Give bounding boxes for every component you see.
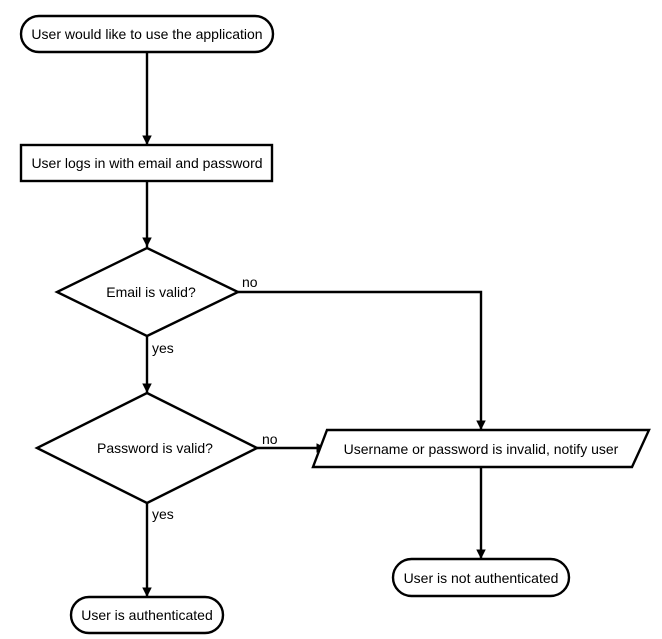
start-label: User would like to use the application — [31, 26, 262, 42]
authenticated-node: User is authenticated — [69, 595, 225, 635]
password-check-node: Password is valid? — [34, 391, 260, 505]
start-node: User would like to use the application — [19, 14, 275, 54]
not-authenticated-label: User is not authenticated — [404, 570, 559, 586]
password-yes-label: yes — [152, 506, 174, 522]
authenticated-label: User is authenticated — [81, 607, 213, 623]
start-terminator-shape — [19, 14, 275, 54]
password-no-label: no — [262, 431, 278, 447]
email-yes-label: yes — [152, 340, 174, 356]
not-authenticated-terminator-shape — [391, 557, 571, 598]
authenticated-terminator-shape — [69, 595, 225, 635]
password-check-label: Password is valid? — [97, 440, 213, 456]
invalid-notice-label: Username or password is invalid, notify … — [344, 441, 619, 457]
not-authenticated-node: User is not authenticated — [391, 557, 571, 598]
email-check-node: Email is valid? — [54, 246, 241, 338]
login-label: User logs in with email and password — [31, 155, 262, 171]
edge-email-no — [238, 290, 486, 430]
login-process-shape — [19, 143, 274, 183]
invalid-notice-io-shape — [311, 428, 651, 469]
login-node: User logs in with email and password — [19, 143, 274, 183]
email-check-decision-shape — [54, 246, 241, 338]
password-check-decision-shape — [34, 391, 260, 505]
email-check-label: Email is valid? — [106, 284, 196, 300]
email-no-label: no — [242, 274, 258, 290]
invalid-notice-node: Username or password is invalid, notify … — [311, 428, 651, 469]
